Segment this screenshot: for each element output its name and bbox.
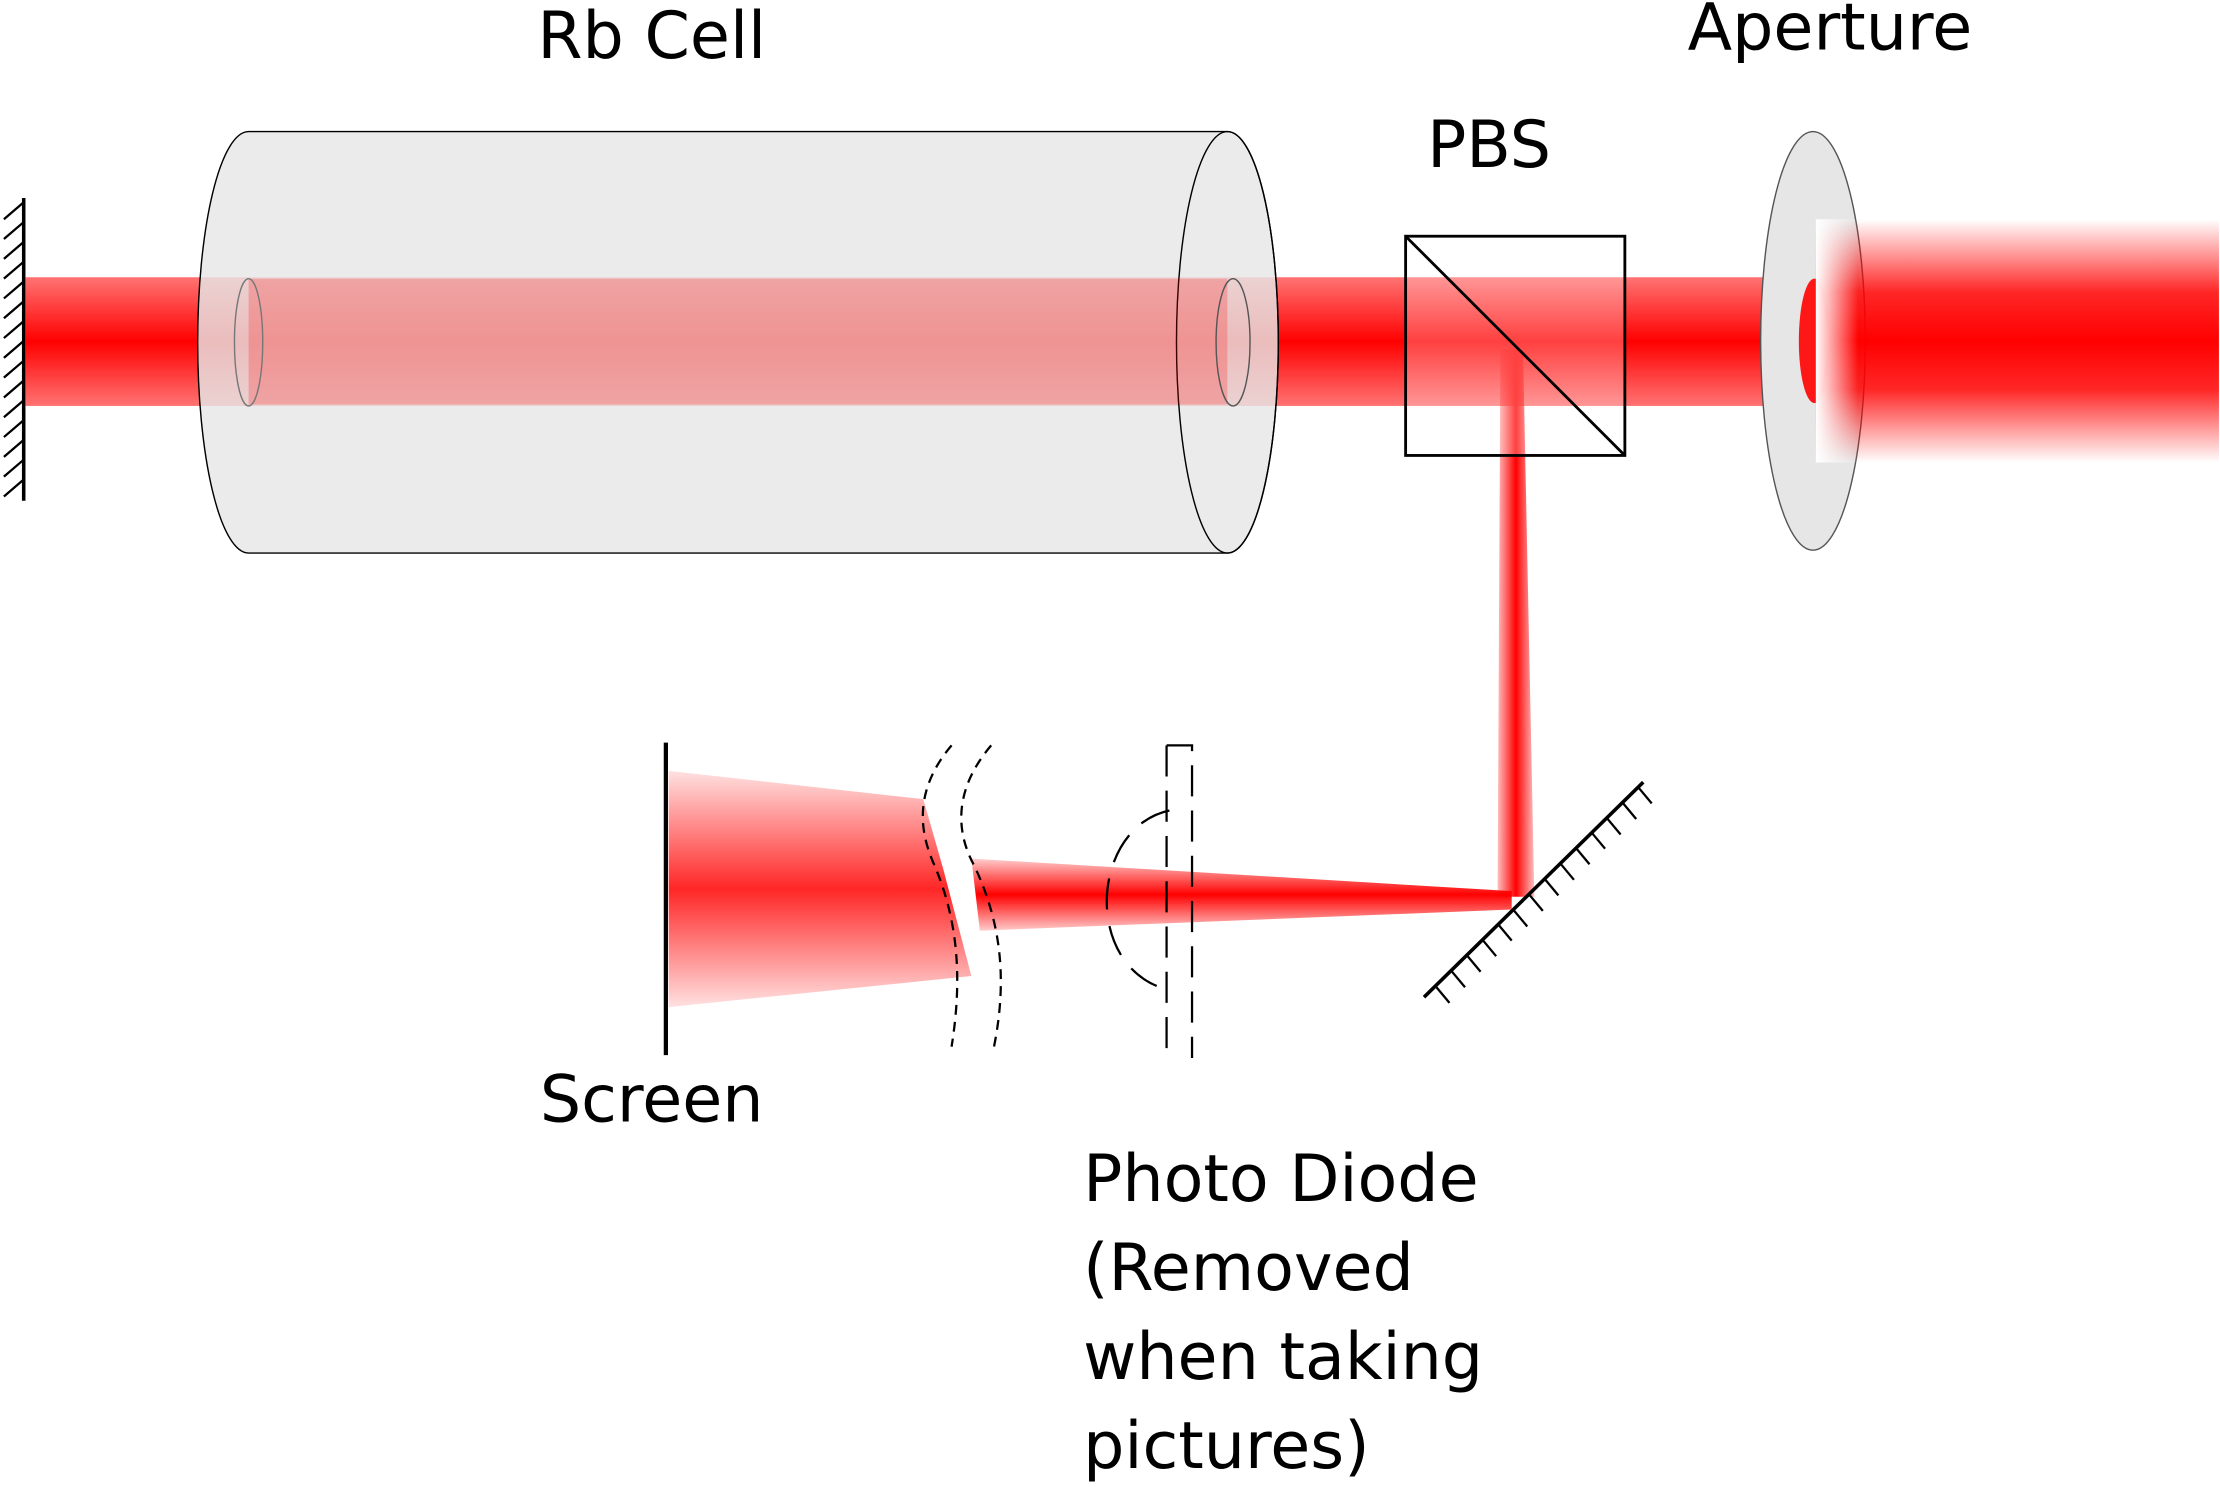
incoming-beam	[1815, 219, 2219, 463]
angled-mirror	[1422, 780, 1653, 1004]
pbs-cube	[1404, 234, 1627, 457]
screen-label: Screen	[540, 1063, 764, 1138]
aperture-label: Aperture	[1688, 0, 1973, 66]
rb-cell	[196, 130, 1280, 554]
expanded-beam	[668, 770, 972, 1008]
pbs-label: PBS	[1427, 108, 1551, 183]
reflected-beam-vertical	[1497, 349, 1535, 897]
photo-diode-label: Photo Diode (Removed when taking picture…	[1083, 1142, 1504, 1484]
beam-to-lens	[971, 858, 1512, 931]
rb-cell-label: Rb Cell	[537, 0, 766, 74]
photo-diode-label-line-2: (Removed	[1083, 1231, 1414, 1306]
left-mirror	[3, 198, 26, 501]
photo-diode-label-line-3: when taking	[1083, 1320, 1483, 1395]
lens-dashed	[921, 744, 1002, 1047]
photo-diode-label-line-4: pictures)	[1083, 1409, 1369, 1484]
photo-diode-label-line-1: Photo Diode	[1083, 1142, 1478, 1217]
photo-diode-dashed	[1105, 744, 1194, 1059]
